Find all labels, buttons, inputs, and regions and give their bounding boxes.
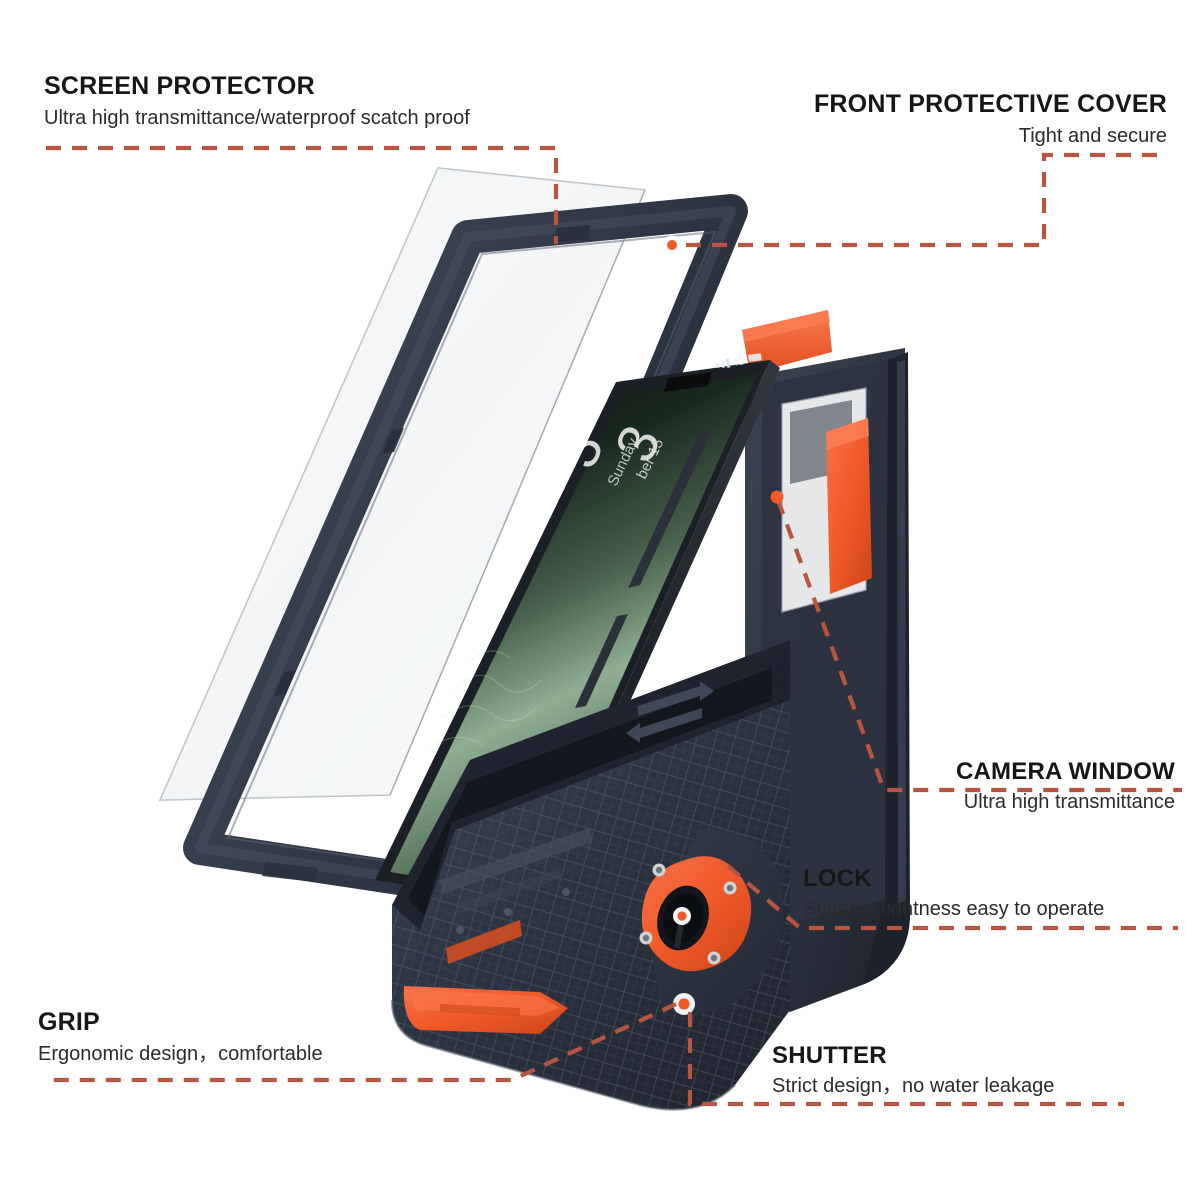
svg-text:4G: 4G xyxy=(732,356,745,368)
callout-leader-lines xyxy=(44,145,1182,1107)
callout-front-protective-cover: FRONT PROTECTIVE COVER Tight and secure xyxy=(814,90,1167,148)
callout-title-front-protective-cover: FRONT PROTECTIVE COVER xyxy=(813,90,1167,118)
callout-subtitle-lock: Suitable tightness easy to operate xyxy=(803,897,1105,920)
callout-title-camera-window: CAMERA WINDOW xyxy=(955,758,1175,785)
callout-anchor-dots xyxy=(662,235,784,504)
leader-grip xyxy=(44,1002,677,1083)
callout-camera-window: CAMERA WINDOW Ultra high transmittance xyxy=(956,758,1175,814)
rotary-lock-dial xyxy=(639,856,752,972)
orange-bottom-grip-lever xyxy=(403,986,568,1034)
leader-screen-protector xyxy=(46,145,559,244)
phone-status-bar: 4G xyxy=(716,353,762,368)
callout-subtitle-shutter: Strict design，no water leakage xyxy=(772,1074,1055,1097)
leader-shutter xyxy=(687,1012,1124,1107)
callout-subtitle-grip: Ergonomic design，comfortable xyxy=(38,1042,323,1065)
callout-title-screen-protector: SCREEN PROTECTOR xyxy=(44,72,315,100)
callout-grip: GRIP Ergonomic design，comfortable xyxy=(38,1008,323,1066)
direction-arrows-emblem xyxy=(626,681,714,743)
leader-camera-window xyxy=(776,499,1182,793)
callout-shutter: SHUTTER Strict design，no water leakage xyxy=(772,1042,1054,1098)
lock-screws xyxy=(639,863,737,965)
callout-title-grip: GRIP xyxy=(38,1008,100,1036)
callout-subtitle-front-protective-cover: Tight and secure xyxy=(1018,124,1167,147)
leader-lock xyxy=(726,864,1178,931)
callout-subtitle-camera-window: Ultra high transmittance xyxy=(963,790,1175,813)
callout-subtitle-screen-protector: Ultra high transmittance/waterproof scat… xyxy=(44,106,470,129)
callout-title-lock: LOCK xyxy=(803,865,872,892)
leader-front-cover xyxy=(686,152,1160,248)
callout-title-shutter: SHUTTER xyxy=(772,1042,887,1069)
callout-lock: LOCK Suitable tightness easy to operate xyxy=(803,865,1104,921)
callout-screen-protector: SCREEN PROTECTOR Ultra high transmittanc… xyxy=(44,72,470,130)
orange-top-grip xyxy=(742,310,832,374)
shutter-button xyxy=(673,993,695,1015)
